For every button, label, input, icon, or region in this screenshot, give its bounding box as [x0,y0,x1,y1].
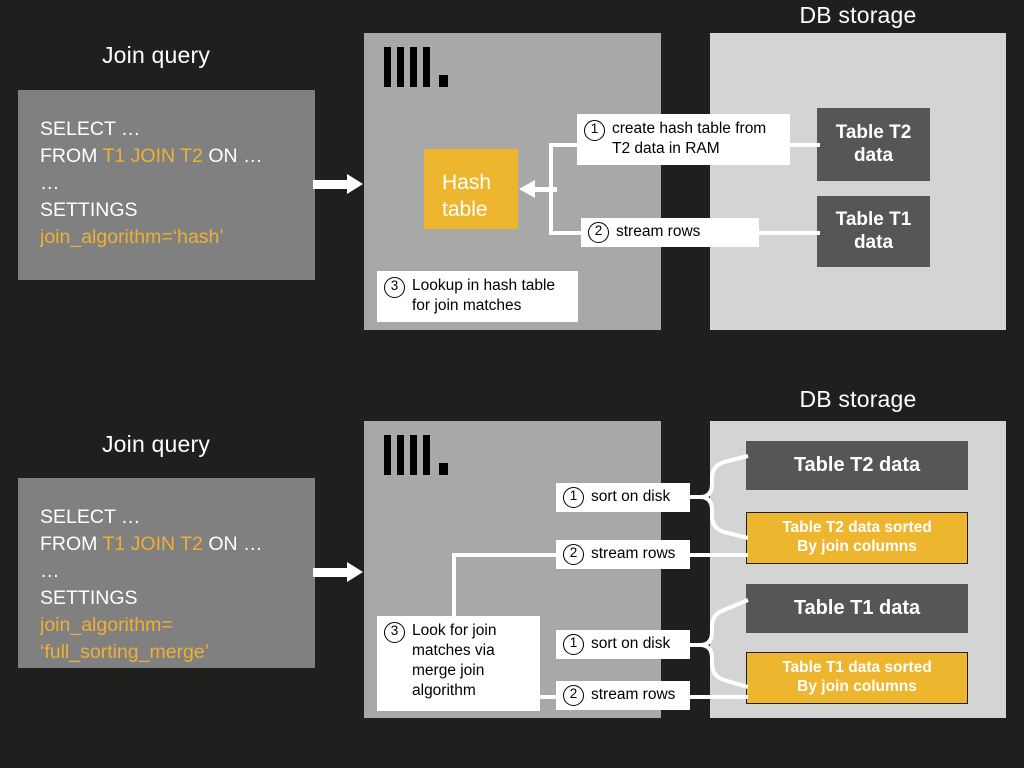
merge-connector-vertical-upper [452,553,456,637]
step-text-3: Lookup in hash table for join matches [412,277,556,314]
arrow-right-icon-hash-shaft [313,180,349,189]
hash-arrow-head-icon [519,180,535,198]
hash-storage-table-t1-line2: data [853,231,894,253]
hash-db-storage-title: DB storage [799,2,917,28]
step-text-2: stream rows [591,686,676,703]
merge-query-line-settings: SETTINGS [40,587,138,609]
query-line-join-algorithm: join_algorithm=‘hash’ [40,226,224,248]
merge-callout-step-3: 3 Look for join matches via merge join a… [377,616,540,711]
hash-storage-table-t1-line1: Table T1 [835,209,912,231]
merge-join-query-title: Join query [101,431,211,457]
step-number-2: 2 [563,685,584,706]
logo-bar-3 [410,47,417,87]
logo-bar-1 [384,47,391,87]
merge-storage-table-t1: Table T1 data [746,584,968,633]
merge-storage-table-t2: Table T2 data [746,441,968,490]
step-text-2: stream rows [591,545,676,562]
merge-callout-step-2-t1: 2 stream rows [556,681,690,710]
hash-callout-step-1: 1 create hash table from T2 data in RAM [577,114,790,165]
step-number-2: 2 [563,544,584,565]
merge-query-from-suffix: ON … [202,533,263,555]
hash-table-box: Hash table [424,149,518,229]
merge-callout-step-1-t2: 1 sort on disk [556,483,690,512]
logo-bar-4 [423,47,430,87]
query-line-settings: SETTINGS [40,199,138,221]
logo-bar-1 [384,435,391,475]
hash-connector-step2-right [758,231,820,235]
hash-arrow-shaft [533,187,557,192]
merge-callout-step-2-t2: 2 stream rows [556,540,690,569]
merge-query-line-from: FROM T1 JOIN T2 ON … [40,531,293,558]
step-text-1: sort on disk [591,488,671,505]
hash-storage-table-t1: Table T1 data [817,196,930,267]
merge-storage-table-t1-sorted-label: Table T1 data sorted By join columns [782,659,932,695]
merge-connector-step2-lower-right [688,695,748,699]
merge-db-storage-title: DB storage [799,386,917,412]
merge-storage-table-t2-sorted-label: Table T2 data sorted By join columns [782,519,932,555]
merge-connector-step2-lower-left [535,695,568,699]
arrow-right-icon-hash-head [347,174,363,194]
merge-query-line-select: SELECT … [40,506,141,528]
logo-dot [439,463,448,475]
logo-bar-2 [397,47,404,87]
merge-query-line-join-algorithm-value: ‘full_sorting_merge’ [40,641,210,663]
logo-bar-4 [423,435,430,475]
step-text-1: create hash table from T2 data in RAM [612,120,767,157]
logo-dot [439,75,448,87]
query-line-from: FROM T1 JOIN T2 ON … [40,143,293,170]
hash-db-storage-panel [710,33,1006,330]
step-text-3: Look for join matches via merge join alg… [412,622,497,699]
hash-table-label-line2: table [442,198,488,221]
step-number-2: 2 [588,222,609,243]
query-line-ellipsis: … [40,172,60,194]
arrow-right-icon-merge-head [347,562,363,582]
arrow-right-icon-merge-shaft [313,568,349,577]
step-number-1: 1 [563,634,584,655]
hash-storage-table-t2: Table T2 data [817,108,930,181]
hash-storage-table-t2-line1: Table T2 [835,122,912,144]
merge-query-line-join-algorithm: join_algorithm= [40,614,173,636]
hash-connector-step1-right [786,143,820,147]
query-from-prefix: FROM [40,145,103,167]
merge-storage-table-t1-sorted: Table T1 data sorted By join columns [746,652,968,704]
query-from-suffix: ON … [202,145,263,167]
merge-connector-step2-upper-right [688,553,748,557]
hash-connector-step1-left [549,143,581,147]
step-number-3: 3 [384,277,405,298]
step-number-3: 3 [384,622,405,643]
hash-callout-step-3: 3 Lookup in hash table for join matches [377,271,578,322]
step-text-2: stream rows [616,223,701,240]
merge-connector-step2-upper-left [452,553,568,557]
clickhouse-logo-icon [384,47,448,87]
hash-join-query-box: SELECT … FROM T1 JOIN T2 ON … … SETTINGS… [18,90,315,280]
merge-join-query-box: SELECT … FROM T1 JOIN T2 ON … … SETTINGS… [18,478,315,668]
logo-bar-2 [397,435,404,475]
merge-storage-table-t2-sorted: Table T2 data sorted By join columns [746,512,968,564]
clickhouse-logo-icon-2 [384,435,448,475]
step-text-1: sort on disk [591,635,671,652]
merge-query-from-prefix: FROM [40,533,103,555]
hash-storage-table-t2-line2: data [853,144,894,166]
hash-callout-step-2: 2 stream rows [581,218,759,247]
logo-bar-3 [410,435,417,475]
step-number-1: 1 [563,487,584,508]
merge-callout-step-1-t1: 1 sort on disk [556,630,690,659]
query-from-highlight: T1 JOIN T2 [102,145,203,167]
query-line-select: SELECT … [40,118,141,140]
step-number-1: 1 [584,120,605,141]
merge-query-line-ellipsis: … [40,560,60,582]
hash-table-label-line1: Hash [442,171,492,194]
merge-query-from-highlight: T1 JOIN T2 [102,533,203,555]
hash-join-query-title: Join query [101,42,211,68]
